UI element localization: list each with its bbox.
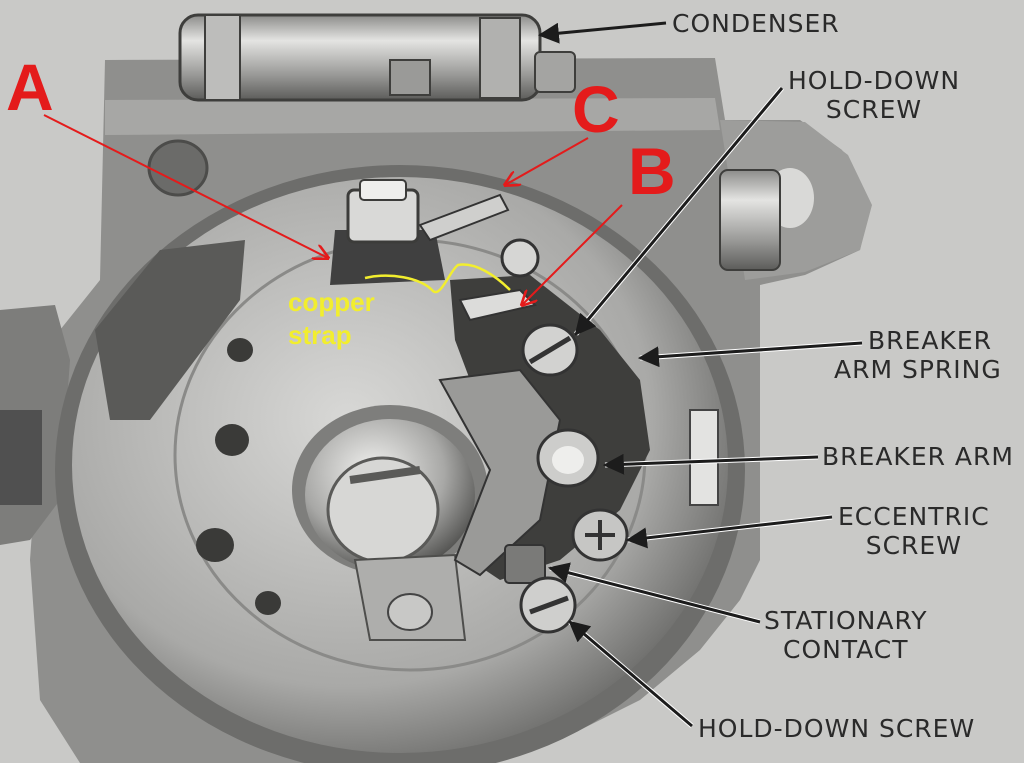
- label-breaker-arm: BREAKER ARM: [822, 442, 1014, 471]
- condenser-band: [479, 17, 521, 99]
- terminal-stud: [359, 179, 407, 201]
- plate-hole: [147, 139, 209, 197]
- stationary-contact: [504, 544, 546, 584]
- plate-cutout: [95, 240, 245, 420]
- condenser-clip: [389, 59, 431, 96]
- condenser-lead: [418, 193, 510, 242]
- leader-hold-down-screw-top: [574, 87, 784, 336]
- leader-hold-down-screw-bottom: [568, 620, 693, 728]
- leader-stationary-contact: [547, 562, 761, 624]
- right-slot: [689, 409, 719, 506]
- housing-top-face: [105, 98, 720, 135]
- label-stationary-contact: STATIONARY CONTACT: [764, 606, 928, 664]
- contact-screw: [500, 238, 540, 278]
- copper-strap-trace: [364, 263, 511, 294]
- annotation-a: A: [6, 50, 54, 124]
- label-breaker-arm-spring: BREAKER ARM SPRING: [834, 326, 1002, 384]
- side-post: [719, 169, 781, 271]
- arrow-c: [505, 137, 589, 185]
- arrow-b: [522, 204, 623, 305]
- hold-down-screw-top-slot: [528, 335, 572, 365]
- hold-down-screw-bottom-slot: [529, 595, 569, 615]
- leader-breaker-arm: [602, 453, 819, 475]
- left-clamp-slot: [0, 410, 42, 505]
- plate-hole: [196, 528, 234, 562]
- plate-hole: [227, 338, 253, 362]
- label-eccentric-screw: ECCENTRIC SCREW: [838, 502, 990, 560]
- annotation-b: B: [628, 134, 676, 208]
- label-hold-down-screw-top: HOLD-DOWN SCREW: [788, 66, 961, 124]
- leader-condenser: [537, 21, 667, 44]
- terminal-mount: [330, 230, 445, 285]
- label-hold-down-screw-bottom: HOLD-DOWN SCREW: [698, 714, 976, 743]
- leader-eccentric-screw: [625, 515, 833, 549]
- label-condenser: CONDENSER: [672, 9, 840, 38]
- shaft-slot: [349, 466, 421, 484]
- leader-breaker-arm-spring: [637, 341, 863, 368]
- annotation-copper-strap: copper strap: [288, 287, 375, 350]
- arrow-a: [43, 114, 328, 258]
- plate-hole: [255, 591, 281, 615]
- eccentric-screw-cross: [585, 520, 615, 550]
- breaker-arm-pivot-core: [552, 446, 584, 474]
- condenser-lead-end: [534, 51, 576, 93]
- bracket-screw: [387, 593, 433, 631]
- plate-hole: [215, 424, 249, 456]
- condenser-band: [204, 14, 241, 101]
- annotation-c: C: [572, 72, 620, 146]
